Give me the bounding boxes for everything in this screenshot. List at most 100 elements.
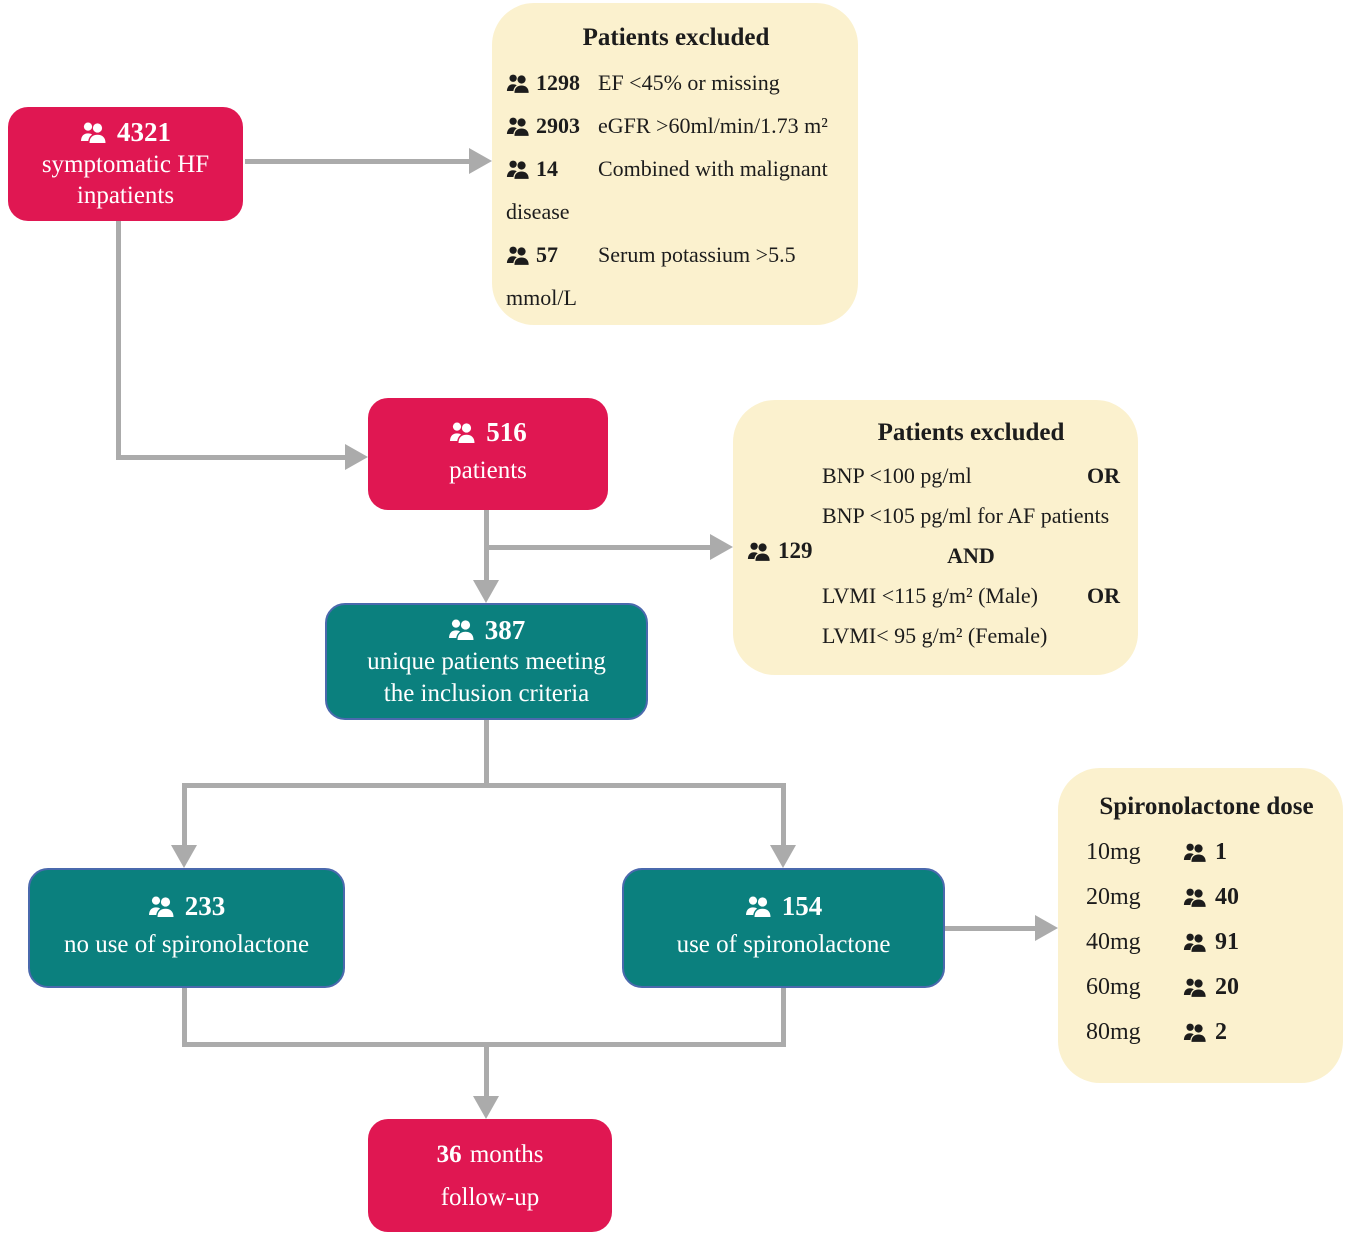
count-value: 154 xyxy=(781,891,823,922)
excluded-count: 2903 xyxy=(506,104,598,147)
dose-label: 80mg xyxy=(1086,1019,1141,1045)
box-154-spironolactone: 154 use of spironolactone xyxy=(622,868,945,988)
followup-duration: 36 xyxy=(436,1140,462,1168)
connector-516-to-excluded2 xyxy=(486,545,712,550)
people-icon xyxy=(506,246,529,265)
people-icon xyxy=(506,74,529,93)
dose-count: 91 xyxy=(1183,920,1239,965)
patient-count: 387 xyxy=(448,614,526,646)
excluded-reason: Combined with malignant disease xyxy=(506,156,828,224)
arrowhead-right-icon xyxy=(345,444,368,470)
count-value: 2 xyxy=(1215,1019,1227,1045)
excluded-reason: EF <45% or missing xyxy=(598,70,780,95)
people-icon xyxy=(1183,933,1206,952)
criterion-text: BNP <100 pg/ml xyxy=(822,463,972,488)
connector-inpatients-to-excluded1 xyxy=(245,159,473,164)
count-value: 40 xyxy=(1215,884,1239,910)
people-icon xyxy=(1183,843,1206,862)
arrowhead-right-icon xyxy=(469,148,492,174)
people-icon xyxy=(448,619,474,641)
count-value: 1 xyxy=(1215,839,1227,865)
patient-count: 516 xyxy=(449,416,527,448)
criterion-row: BNP <105 pg/ml for AF patients xyxy=(822,496,1120,536)
note-patients-excluded-1: Patients excluded 1298 EF <45% or missing… xyxy=(492,3,858,325)
dose-row: 40mg 91 xyxy=(1086,920,1327,965)
box-label: inpatients xyxy=(76,182,175,210)
arrowhead-down-icon xyxy=(473,1096,499,1119)
note-patients-excluded-2: Patients excluded 129 BNP <100 pg/ml OR … xyxy=(733,400,1138,675)
count-value: 387 xyxy=(484,614,526,645)
count-value: 516 xyxy=(486,417,527,448)
connector-inpatients-down xyxy=(116,221,121,458)
box-516-patients: 516 patients xyxy=(368,398,608,510)
connector-join-to-followup xyxy=(484,1042,489,1099)
box-label: use of spironolactone xyxy=(676,930,891,958)
box-label: follow-up xyxy=(440,1183,540,1211)
criterion-text: LVMI <115 g/m² (Male) xyxy=(822,583,1038,608)
box-label: symptomatic HF xyxy=(41,150,210,178)
count-value: 233 xyxy=(184,891,226,922)
count-value: 4321 xyxy=(117,117,171,148)
people-icon xyxy=(1183,888,1206,907)
criterion-text: BNP <105 pg/ml for AF patients xyxy=(822,503,1110,528)
box-233-no-spironolactone: 233 no use of spironolactone xyxy=(28,868,345,988)
box-label: patients xyxy=(449,456,527,484)
arrowhead-down-icon xyxy=(171,845,197,868)
connector-154-to-dose xyxy=(945,926,1039,931)
people-icon xyxy=(1183,978,1206,997)
criterion-row: BNP <100 pg/ml OR xyxy=(822,456,1120,496)
count-value: 57 xyxy=(536,242,558,267)
box-387-inclusion: 387 unique patients meeting the inclusio… xyxy=(325,603,648,720)
note-title: Patients excluded xyxy=(582,24,770,51)
excluded-count: 57 xyxy=(506,233,598,276)
people-icon xyxy=(745,896,771,917)
excluded-reason: Serum potassium >5.5 mmol/L xyxy=(506,242,796,310)
connector-233-down xyxy=(182,988,187,1046)
connector-split-right-down xyxy=(781,783,786,847)
dose-label: 40mg xyxy=(1086,929,1141,955)
people-icon xyxy=(747,542,770,561)
dose-row: 80mg 2 xyxy=(1086,1010,1327,1055)
count-value: 91 xyxy=(1215,929,1239,955)
criterion-row: LVMI< 95 g/m² (Female) xyxy=(822,616,1120,656)
box-label: no use of spironolactone xyxy=(63,930,310,958)
count-value: 14 xyxy=(536,156,558,181)
people-icon xyxy=(450,422,475,443)
connector-split-horizontal xyxy=(182,783,786,788)
people-icon xyxy=(148,896,174,917)
connector-387-down xyxy=(484,720,489,785)
dose-label: 10mg xyxy=(1086,839,1141,865)
count-value: 1298 xyxy=(536,70,580,95)
note-spironolactone-dose: Spironolactone dose 10mg 1 20mg 40 40mg … xyxy=(1058,768,1343,1083)
box-label: unique patients meeting xyxy=(367,648,606,676)
excluded-item: 1298 EF <45% or missing xyxy=(506,61,846,104)
people-icon xyxy=(81,122,106,143)
dose-count: 1 xyxy=(1183,830,1227,875)
dose-label: 20mg xyxy=(1086,884,1141,910)
criterion-row: LVMI <115 g/m² (Male) OR xyxy=(822,576,1120,616)
count-value: 20 xyxy=(1215,974,1239,1000)
count-value: 2903 xyxy=(536,113,580,138)
excluded-count: 1298 xyxy=(506,61,598,104)
people-icon xyxy=(506,160,529,179)
excluded-count: 14 xyxy=(506,147,598,190)
criterion-text: LVMI< 95 g/m² (Female) xyxy=(822,623,1048,648)
dose-count: 40 xyxy=(1183,875,1239,920)
criterion-operator: OR xyxy=(1087,463,1120,488)
people-icon xyxy=(1183,1023,1206,1042)
dose-count: 20 xyxy=(1183,965,1239,1010)
arrowhead-down-icon xyxy=(770,845,796,868)
box-label: the inclusion criteria xyxy=(383,679,590,707)
patient-count: 233 xyxy=(148,890,226,922)
dose-label: 60mg xyxy=(1086,974,1141,1000)
count-value: 129 xyxy=(778,538,813,563)
note-title: Spironolactone dose xyxy=(1099,793,1314,820)
patient-count: 154 xyxy=(745,890,823,922)
criterion-operator: OR xyxy=(1087,583,1120,608)
